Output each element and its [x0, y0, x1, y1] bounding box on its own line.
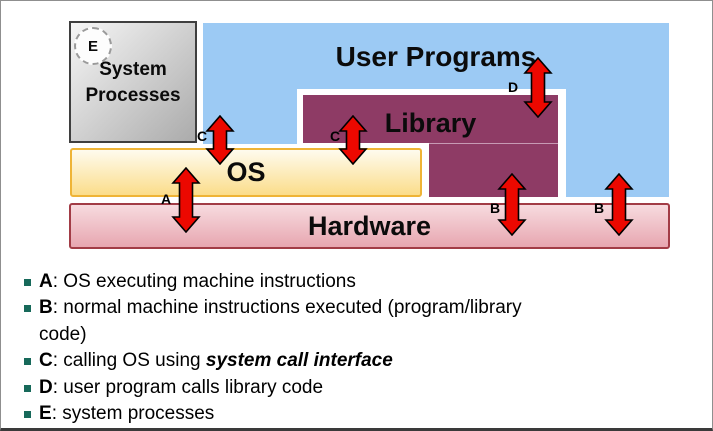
arrow-b2-icon: [604, 173, 634, 236]
system-processes-line2: Processes: [85, 85, 181, 106]
system-processes-line1: System: [99, 59, 167, 80]
bullet-square-icon: [24, 411, 31, 419]
arrow-b1-label: B: [490, 200, 501, 216]
legend-item-text: E: system processes: [39, 401, 214, 427]
legend-item-text: D: user program calls library code: [39, 375, 323, 401]
user-programs-label: User Programs: [335, 41, 537, 72]
hardware-label: Hardware: [307, 210, 432, 241]
legend-item-line: B: normal machine instructions executed …: [39, 295, 522, 321]
arrow-d-label: D: [508, 79, 519, 95]
legend-item-line: code): [39, 322, 522, 348]
arrow-a-icon: [171, 167, 201, 233]
os-label: OS: [226, 157, 266, 187]
legend-item-line: A: OS executing machine instructions: [39, 269, 356, 295]
legend-text-segment: E: [39, 403, 52, 425]
arrow-c2-icon: [338, 115, 368, 165]
arrow-c1-label: C: [197, 128, 208, 144]
bullet-square-icon: [24, 384, 31, 392]
legend-text-segment: : user program calls library code: [52, 376, 324, 398]
arrow-b2-label: B: [594, 200, 605, 216]
e-badge: E: [74, 27, 112, 65]
bullet-square-icon: [24, 305, 31, 313]
legend-text-segment: A: [39, 271, 53, 292]
arrow-d-icon: [523, 57, 553, 118]
legend-text-segment: D: [39, 376, 53, 398]
library-label: Library: [384, 108, 477, 138]
os-box: OS: [70, 148, 422, 197]
legend-text-segment: : calling OS using: [52, 350, 206, 372]
arrow-c2-label: C: [330, 128, 341, 144]
legend-text-segment: system call interface: [205, 350, 393, 372]
bullet-square-icon: [24, 279, 31, 286]
legend-item-text: B: normal machine instructions executed …: [39, 295, 522, 348]
arrow-c1-icon: [205, 115, 235, 165]
legend-text-segment: B: [39, 297, 53, 319]
legend-item-line: C: calling OS using system call interfac…: [39, 348, 393, 374]
arrow-a-label: A: [161, 191, 172, 207]
hardware-box: Hardware: [69, 203, 670, 249]
legend-text-segment: C: [39, 350, 53, 372]
legend-item: C: calling OS using system call interfac…: [15, 348, 603, 374]
legend-text-segment: : normal machine instructions executed (…: [52, 297, 522, 319]
legend-item: A: OS executing machine instructions: [15, 269, 603, 295]
library-lower-box: [429, 143, 558, 197]
library-box: [303, 95, 558, 143]
e-badge-label: E: [87, 37, 98, 55]
legend-item: D: user program calls library code: [15, 375, 603, 401]
legend-item-line: E: system processes: [39, 401, 214, 427]
arrow-b1-icon: [497, 173, 527, 236]
bullet-square-icon: [24, 358, 31, 366]
legend-item-text: C: calling OS using system call interfac…: [39, 348, 393, 374]
legend-text-segment: code): [39, 323, 87, 345]
legend-item-text: A: OS executing machine instructions: [39, 269, 356, 295]
legend-item-line: D: user program calls library code: [39, 375, 323, 401]
legend-text-segment: : OS executing machine instructions: [52, 271, 356, 292]
legend-item: E: system processes: [15, 401, 603, 427]
system-processes-label: System Processes: [69, 57, 197, 109]
legend-item: B: normal machine instructions executed …: [15, 295, 603, 348]
legend-text-segment: : system processes: [51, 403, 215, 425]
